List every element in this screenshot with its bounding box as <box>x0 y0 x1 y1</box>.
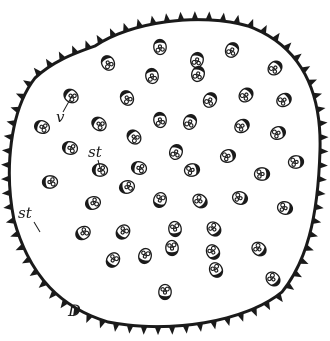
vascular-bundle <box>254 168 269 181</box>
vascular-bundle <box>42 175 58 188</box>
vascular-bundle <box>153 39 166 55</box>
strand-label-outer: st <box>18 204 33 222</box>
strand-label-inner: st <box>88 143 103 161</box>
vessel-label: v <box>56 108 65 126</box>
panel-letter: D <box>67 301 81 320</box>
vascular-bundle <box>165 240 178 256</box>
vascular-bundle <box>159 284 172 299</box>
vascular-bundle <box>92 163 108 176</box>
